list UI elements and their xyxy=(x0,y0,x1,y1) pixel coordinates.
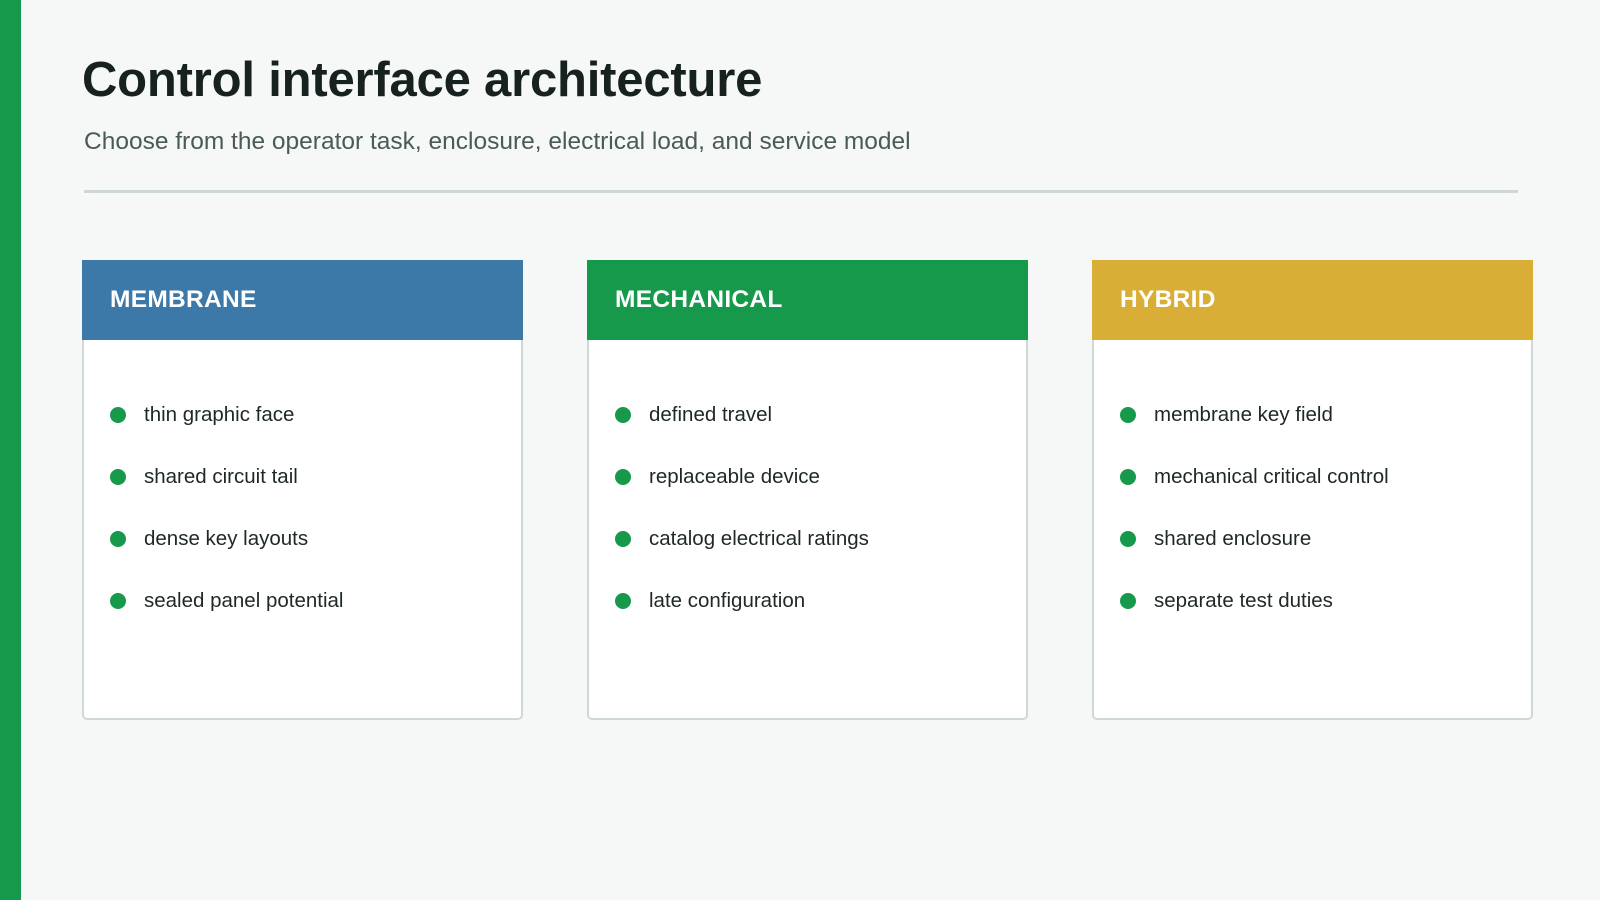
list-item: membrane key field xyxy=(1120,384,1389,446)
list-item: sealed panel potential xyxy=(110,570,343,632)
bullet-dot-icon xyxy=(110,469,126,485)
list-item: replaceable device xyxy=(615,446,869,508)
list-item-text: mechanical critical control xyxy=(1154,465,1389,488)
bullet-dot-icon xyxy=(1120,407,1136,423)
list-item-text: shared enclosure xyxy=(1154,527,1312,550)
bullet-dot-icon xyxy=(110,407,126,423)
bullet-dot-icon xyxy=(615,531,631,547)
card-title: HYBRID xyxy=(1120,286,1216,313)
list-item-text: thin graphic face xyxy=(144,403,295,426)
list-item-text: sealed panel potential xyxy=(144,589,344,612)
card-membrane: MEMBRANE thin graphic face shared circui… xyxy=(82,260,523,720)
card-header-membrane: MEMBRANE xyxy=(82,260,523,340)
list-item-text: late configuration xyxy=(649,589,806,612)
list-item: late configuration xyxy=(615,570,869,632)
page-subtitle: Choose from the operator task, enclosure… xyxy=(84,128,911,155)
list-item: separate test duties xyxy=(1120,570,1389,632)
list-item-text: membrane key field xyxy=(1154,403,1333,426)
card-list-hybrid: membrane key field mechanical critical c… xyxy=(1120,384,1389,632)
card-title: MECHANICAL xyxy=(615,286,783,313)
card-hybrid: HYBRID membrane key field mechanical cri… xyxy=(1092,260,1533,720)
list-item-text: shared circuit tail xyxy=(144,465,298,488)
card-mechanical: MECHANICAL defined travel replaceable de… xyxy=(587,260,1028,720)
bullet-dot-icon xyxy=(615,469,631,485)
list-item-text: replaceable device xyxy=(649,465,820,488)
bullet-dot-icon xyxy=(615,407,631,423)
list-item: dense key layouts xyxy=(110,508,343,570)
list-item: shared circuit tail xyxy=(110,446,343,508)
card-title: MEMBRANE xyxy=(110,286,257,313)
list-item-text: defined travel xyxy=(649,403,773,426)
list-item: defined travel xyxy=(615,384,869,446)
list-item: catalog electrical ratings xyxy=(615,508,869,570)
card-header-mechanical: MECHANICAL xyxy=(587,260,1028,340)
bullet-dot-icon xyxy=(1120,531,1136,547)
card-header-hybrid: HYBRID xyxy=(1092,260,1533,340)
list-item: mechanical critical control xyxy=(1120,446,1389,508)
bullet-dot-icon xyxy=(110,531,126,547)
bullet-dot-icon xyxy=(110,593,126,609)
list-item-text: separate test duties xyxy=(1154,589,1333,612)
bullet-dot-icon xyxy=(615,593,631,609)
list-item-text: catalog electrical ratings xyxy=(649,527,869,550)
bullet-dot-icon xyxy=(1120,469,1136,485)
list-item-text: dense key layouts xyxy=(144,527,309,550)
list-item: thin graphic face xyxy=(110,384,343,446)
page-title: Control interface architecture xyxy=(82,53,763,107)
card-list-membrane: thin graphic face shared circuit tail de… xyxy=(110,384,343,632)
list-item: shared enclosure xyxy=(1120,508,1389,570)
card-list-mechanical: defined travel replaceable device catalo… xyxy=(615,384,869,632)
accent-bar xyxy=(0,0,21,900)
divider xyxy=(84,190,1518,193)
bullet-dot-icon xyxy=(1120,593,1136,609)
